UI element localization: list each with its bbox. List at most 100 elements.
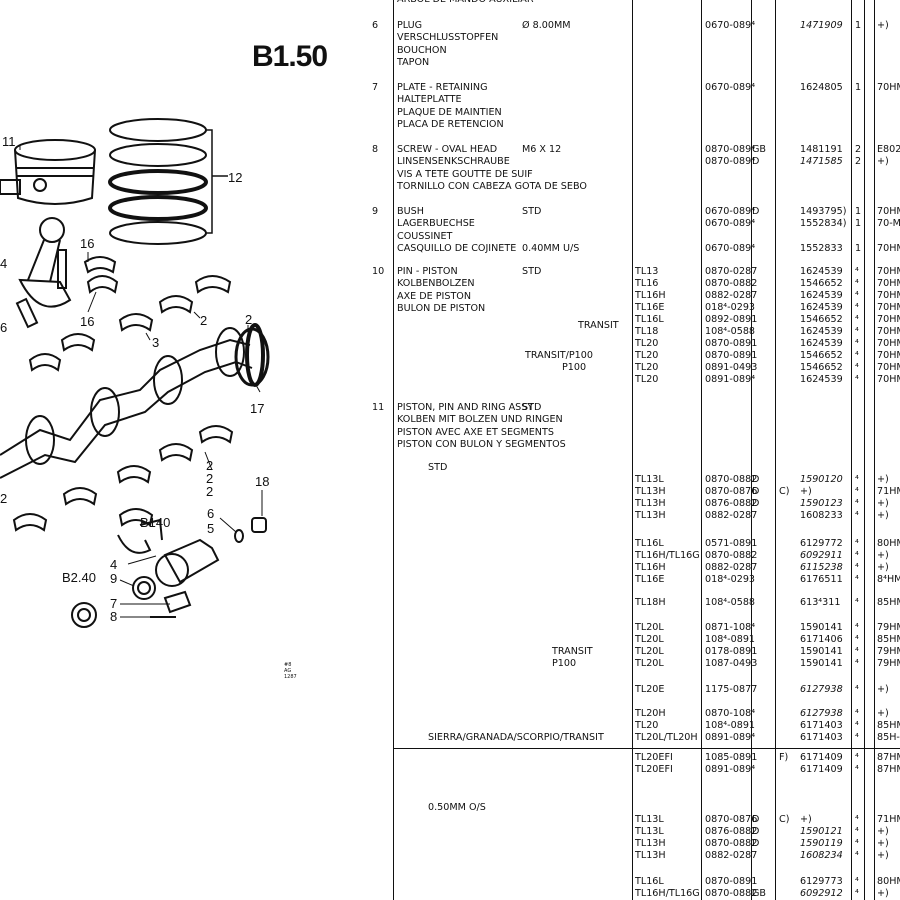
item-description-line: PISTON CON BULON Y SEGMENTOS (397, 438, 566, 450)
part-number: 6092912 (800, 888, 843, 899)
date-range: 0876-0882 (705, 826, 758, 837)
date-range: 0571-0891 (705, 538, 758, 549)
quantity: ⁴ (855, 708, 859, 719)
item-number: 7 (372, 82, 379, 93)
part-number: 1590119 (800, 838, 843, 849)
date-range: 0882-0287 (705, 850, 758, 861)
engine-model: TL13L (635, 474, 664, 485)
note-code: 70HM (877, 243, 900, 254)
quantity: ⁴ (855, 888, 859, 899)
note-code: 70-M (877, 218, 900, 229)
diagram-label-18: 18 (255, 474, 269, 489)
engine-model: TL13L (635, 814, 664, 825)
item-spec: STD (522, 206, 542, 217)
footnote-flag: F) (779, 752, 789, 763)
quantity: ⁴ (855, 752, 859, 763)
engine-model: TL16 (635, 278, 659, 289)
note-code: +) (877, 888, 889, 899)
date-range: 0670-089⁴ (705, 82, 756, 93)
quantity: 2 (855, 156, 862, 167)
note-code: +) (877, 708, 889, 719)
item-description-line: KOLBEN MIT BOLZEN UND RINGEN (397, 414, 563, 426)
note-code: 70HM (877, 338, 900, 349)
date-range: 0891-089⁴ (705, 732, 756, 743)
note-code: +) (877, 550, 889, 561)
note-code: 70HM (877, 350, 900, 361)
date-range: 0891-089⁴ (705, 764, 756, 775)
date-range: 0670-089⁴ (705, 206, 756, 217)
quantity: ⁴ (855, 266, 859, 277)
note-code: +) (877, 850, 889, 861)
note-code: 70HM (877, 302, 900, 313)
piston-icon (0, 139, 96, 205)
item-description-line: PLATE - RETAINING (397, 82, 488, 93)
note-code: 71HM (877, 486, 900, 497)
item-description-line: CASQUILLO DE COJINETE (397, 242, 517, 254)
quantity: ⁴ (855, 350, 859, 361)
diagram-label-2f: 2 (0, 491, 7, 506)
quantity: ⁴ (855, 486, 859, 497)
item-number: 9 (372, 206, 379, 217)
date-range: 0670-089⁴ (705, 218, 756, 229)
quantity: ⁴ (855, 826, 859, 837)
quantity: ⁴ (855, 574, 859, 585)
part-number: 1624539 (800, 338, 843, 349)
column-rule (874, 0, 875, 900)
quantity: 1 (855, 20, 862, 31)
diagram-label-2a: 2 (200, 313, 207, 328)
diagram-label-7: 7 (110, 596, 117, 611)
part-number: 1546652 (800, 362, 843, 373)
engine-model: TL20 (635, 350, 659, 361)
note-code: 70HM (877, 278, 900, 289)
item-spec: STD (428, 462, 448, 473)
engine-model: TL20L (635, 634, 664, 645)
date-range: 0178-0891 (705, 646, 758, 657)
quantity: ⁴ (855, 550, 859, 561)
diagram-label-4b: 4 (0, 256, 7, 271)
part-number: 1546652 (800, 314, 843, 325)
date-range: 1087-0493 (705, 658, 758, 669)
item-description-line: LAGERBUECHSE (397, 218, 475, 230)
note-code: 85HM (877, 597, 900, 608)
quantity: ⁴ (855, 474, 859, 485)
engine-model: TL18 (635, 326, 659, 337)
engine-model: TL20EFI (635, 764, 673, 775)
engine-model: TL16E (635, 302, 665, 313)
diagram-label-3: 3 (152, 335, 159, 350)
date-range: 0870-0287 (705, 266, 758, 277)
country-code: D (752, 156, 760, 167)
date-range: 0670-089⁴ (705, 243, 756, 254)
quantity: ⁴ (855, 658, 859, 669)
column-rule (864, 0, 865, 900)
engine-model: TL16H (635, 562, 666, 573)
date-range: 1175-0877 (705, 684, 758, 695)
quantity: 1 (855, 82, 862, 93)
item-description-line: HALTEPLATTE (397, 94, 462, 106)
part-number: 1608234 (800, 850, 843, 861)
note-code: +) (877, 20, 889, 31)
quantity: ⁴ (855, 764, 859, 775)
bearing-shells-icon (12, 256, 234, 532)
part-number: 1471585 (800, 156, 843, 167)
part-number: 1471909 (800, 20, 843, 31)
country-code: D (752, 498, 760, 509)
connecting-rod-icon (15, 217, 72, 329)
note-code: +) (877, 838, 889, 849)
date-range: 0870-0882 (705, 888, 758, 899)
country-code: D (752, 206, 760, 217)
diagram-label-2d: 2 (206, 471, 213, 486)
note-code: +) (877, 562, 889, 573)
engine-model: TL16L (635, 876, 664, 887)
stamp-line-2: AG (284, 668, 291, 674)
quantity: ⁴ (855, 302, 859, 313)
part-number: 1590141 (800, 622, 843, 633)
diagram-label-4: 4 (110, 557, 117, 572)
diagram-label-16b: 16 (80, 314, 94, 329)
item-description-line: PISTON AVEC AXE ET SEGMENTS (397, 426, 554, 438)
item-description-line: VIS A TETE GOUTTE DE SUIF (397, 168, 533, 180)
part-number: +) (800, 814, 812, 825)
engine-model: TL13H (635, 850, 666, 861)
quantity: ⁴ (855, 720, 859, 731)
part-number: 6171406 (800, 634, 843, 645)
